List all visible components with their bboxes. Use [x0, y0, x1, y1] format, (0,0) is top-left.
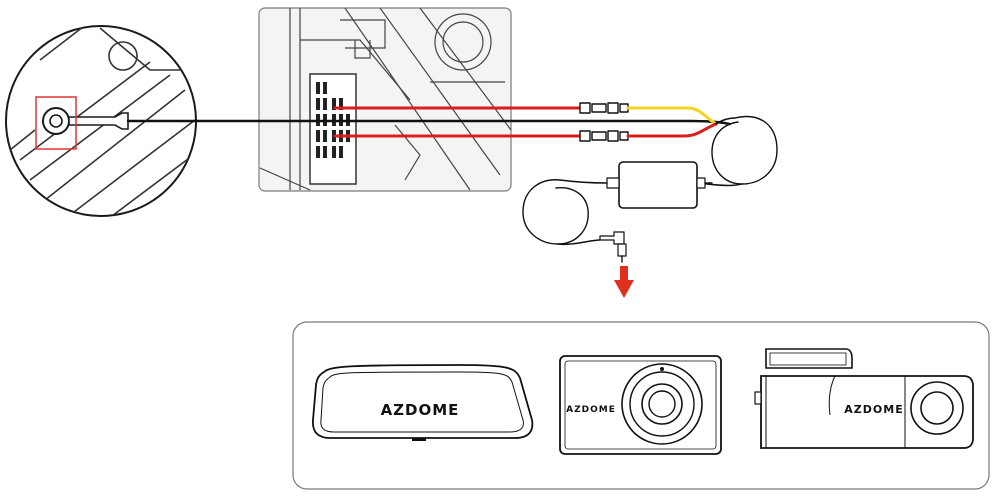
compatible-dashcams-panel: AZDOME AZDOME AZDOME: [292, 321, 990, 490]
cable-coil-right: [711, 115, 778, 185]
dc-plug-icon: [599, 231, 625, 245]
front-dashcam-illustration: AZDOME: [559, 355, 722, 455]
hardwire-cables: [126, 102, 778, 263]
voltage-converter-box: [618, 161, 698, 209]
ground-point-highlight: [35, 96, 77, 150]
tube-dashcam-illustration: AZDOME: [754, 348, 974, 449]
mirror-dashcam-illustration: AZDOME: [312, 364, 534, 441]
connect-arrow-icon: [614, 266, 634, 298]
constant-wire: [626, 106, 718, 126]
ground-wire: [126, 119, 732, 126]
tube-dashcam-brand: AZDOME: [844, 403, 903, 416]
ring-terminal-icon: [68, 112, 129, 130]
inline-fuse-top: [579, 102, 629, 114]
front-dashcam-brand: AZDOME: [566, 405, 616, 415]
tube-dashcam-lens-icon: [910, 381, 964, 435]
front-dashcam-lens-icon: [621, 363, 703, 445]
mirror-dashcam-brand: AZDOME: [381, 401, 460, 419]
fuse-box-panel: [258, 7, 512, 192]
inline-fuse-bottom: [579, 130, 629, 142]
ground-bolt-closeup: [5, 25, 197, 217]
